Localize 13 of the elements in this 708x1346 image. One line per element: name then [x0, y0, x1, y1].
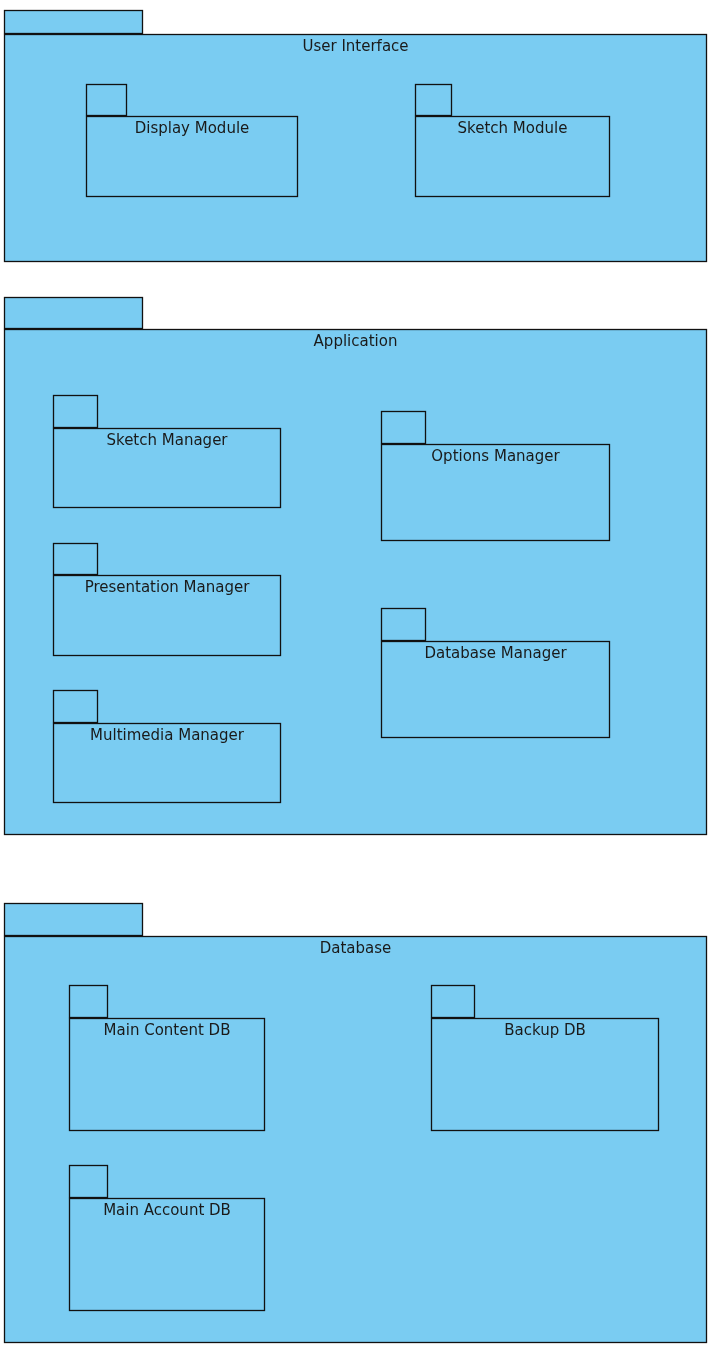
package-name: Multimedia Manager — [89, 726, 245, 744]
package-name: Backup DB — [503, 1021, 587, 1039]
package-name: User Interface — [301, 37, 410, 55]
package-name: Main Account DB — [102, 1201, 232, 1219]
package-name: Database Manager — [423, 644, 568, 662]
package-name: Database — [318, 939, 393, 957]
package-name: Options Manager — [430, 447, 561, 465]
package-name: Sketch Manager — [105, 431, 229, 449]
package-name: Application — [312, 332, 399, 350]
package-name: Display Module — [133, 119, 251, 137]
package-name: Sketch Module — [456, 119, 569, 137]
package-name: Main Content DB — [102, 1021, 232, 1039]
package-name: Presentation Manager — [83, 578, 251, 596]
